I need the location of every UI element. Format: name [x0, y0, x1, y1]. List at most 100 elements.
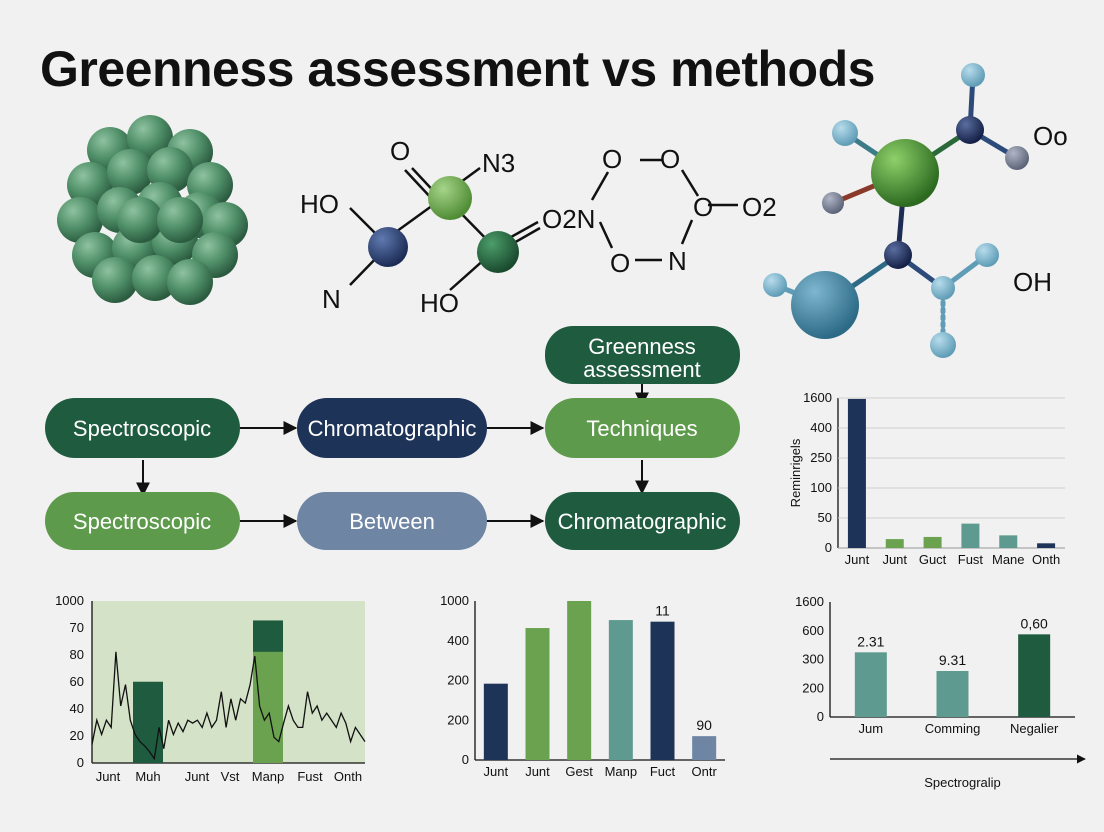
mol-label-3: HO: [300, 189, 339, 219]
y-tick-label: 1600: [803, 390, 832, 405]
y-axis-label: Reminrigels: [788, 438, 803, 507]
y-tick-label: 0: [77, 755, 84, 770]
y-tick-label: 300: [802, 652, 824, 667]
bar: [692, 736, 717, 760]
y-tick-label: 0: [462, 752, 469, 767]
y-tick-label: 20: [70, 728, 84, 743]
bar: [999, 535, 1018, 548]
flow-node-spectroscopic-2: Spectroscopic: [45, 492, 240, 550]
y-tick-label: 200: [447, 673, 469, 688]
y-tick-label: 50: [818, 510, 832, 525]
flow-node-chromatographic: Chromatographic: [297, 398, 487, 458]
flow-node-chromatographic-2: Chromatographic: [545, 492, 740, 550]
mol-label-7: O: [602, 144, 622, 174]
x-tick-label: Onth: [334, 769, 362, 784]
y-tick-label: 200: [447, 712, 469, 727]
molecule-structure-diagram: O N3 HO N HO O2N O O O O2 O N: [300, 136, 777, 318]
y-tick-label: 1000: [55, 593, 84, 608]
x-tick-label: Mane: [992, 552, 1025, 567]
x-tick-label: Ontr: [692, 764, 718, 779]
flow-node-label: Techniques: [586, 416, 697, 441]
bar: [854, 652, 887, 717]
flow-node-techniques: Techniques: [545, 398, 740, 458]
flow-node-between: Between: [297, 492, 487, 550]
bar: [1037, 543, 1056, 548]
bar: [885, 539, 904, 548]
x-tick-label: Vst: [221, 769, 240, 784]
y-tick-label: 250: [810, 450, 832, 465]
y-tick-label: 400: [447, 633, 469, 648]
x-tick-label: Fust: [958, 552, 984, 567]
chart-bottom-right: 16006003002000Jum2.31Comming9.31Negalier…: [795, 594, 1086, 790]
bar: [650, 621, 675, 760]
bar: [936, 671, 969, 717]
x-tick-label: Onth: [1032, 552, 1060, 567]
mol-label-2: N3: [482, 148, 515, 178]
y-tick-label: 600: [802, 623, 824, 638]
page-title: Greenness assessment vs methods: [40, 41, 875, 97]
y-tick-label: 0: [825, 540, 832, 555]
bar: [1018, 634, 1051, 717]
mol-label-1: O: [390, 136, 410, 166]
x-tick-label: Gest: [565, 764, 593, 779]
bar: [608, 620, 633, 760]
x-tick-label: Junt: [96, 769, 121, 784]
flow-node-label: Spectroscopic: [73, 509, 211, 534]
data-label: 2.31: [857, 633, 884, 649]
y-tick-label: 70: [70, 620, 84, 635]
mol-label-6: O2N: [542, 204, 595, 234]
x-tick-label: Junt: [845, 552, 870, 567]
x-tick-label: Fust: [297, 769, 323, 784]
mol-label-12: N: [668, 246, 687, 276]
flow-node-spectroscopic: Spectroscopic: [45, 398, 240, 458]
x-tick-label: Manp: [252, 769, 285, 784]
y-tick-label: 80: [70, 647, 84, 662]
x-axis-label: Spectrogralip: [924, 775, 1001, 790]
mol3d-label-1: Oo: [1033, 121, 1068, 151]
mol-label-5: HO: [420, 288, 459, 318]
x-tick-label: Guct: [919, 552, 947, 567]
mol-label-10: O2: [742, 192, 777, 222]
x-tick-label: Junt: [484, 764, 509, 779]
x-tick-label: Muh: [135, 769, 160, 784]
series-line: [91, 651, 366, 761]
flow-node-label: Chromatographic: [308, 416, 477, 441]
y-tick-label: 200: [802, 680, 824, 695]
bar: [847, 398, 866, 548]
y-tick-label: 1600: [795, 594, 824, 609]
plot-background: [92, 601, 365, 763]
y-tick-label: 60: [70, 674, 84, 689]
flow-node-label: Spectroscopic: [73, 416, 211, 441]
mol-label-4: N: [322, 284, 341, 314]
bar: [923, 536, 942, 548]
data-label: 90: [696, 717, 712, 733]
data-label: 11: [655, 603, 670, 619]
flow-node-label: Between: [349, 509, 435, 534]
mol-label-9: O: [693, 192, 713, 222]
data-label: 0,60: [1021, 615, 1048, 631]
x-tick-label: Negalier: [1010, 721, 1059, 736]
x-tick-label: Junt: [525, 764, 550, 779]
mol3d-label-2: OH: [1013, 267, 1052, 297]
y-tick-label: 1000: [440, 593, 469, 608]
data-label: 9.31: [939, 652, 966, 668]
y-tick-label: 100: [810, 480, 832, 495]
x-tick-label: Jum: [859, 721, 884, 736]
molecule-3d-image: Oo OH: [763, 63, 1068, 358]
bar: [525, 628, 550, 760]
x-tick-label: Junt: [185, 769, 210, 784]
flow-node-label: Chromatographic: [558, 509, 727, 534]
bar-inner: [253, 651, 283, 763]
y-tick-label: 40: [70, 701, 84, 716]
x-tick-label: Manp: [605, 764, 638, 779]
mol-label-11: O: [610, 248, 630, 278]
x-tick-label: Fuct: [650, 764, 676, 779]
bar: [961, 523, 980, 548]
y-tick-label: 400: [810, 420, 832, 435]
molecule-cluster-image: [57, 115, 248, 305]
flowchart: Spectroscopic Chromatographic Techniques…: [45, 326, 740, 550]
